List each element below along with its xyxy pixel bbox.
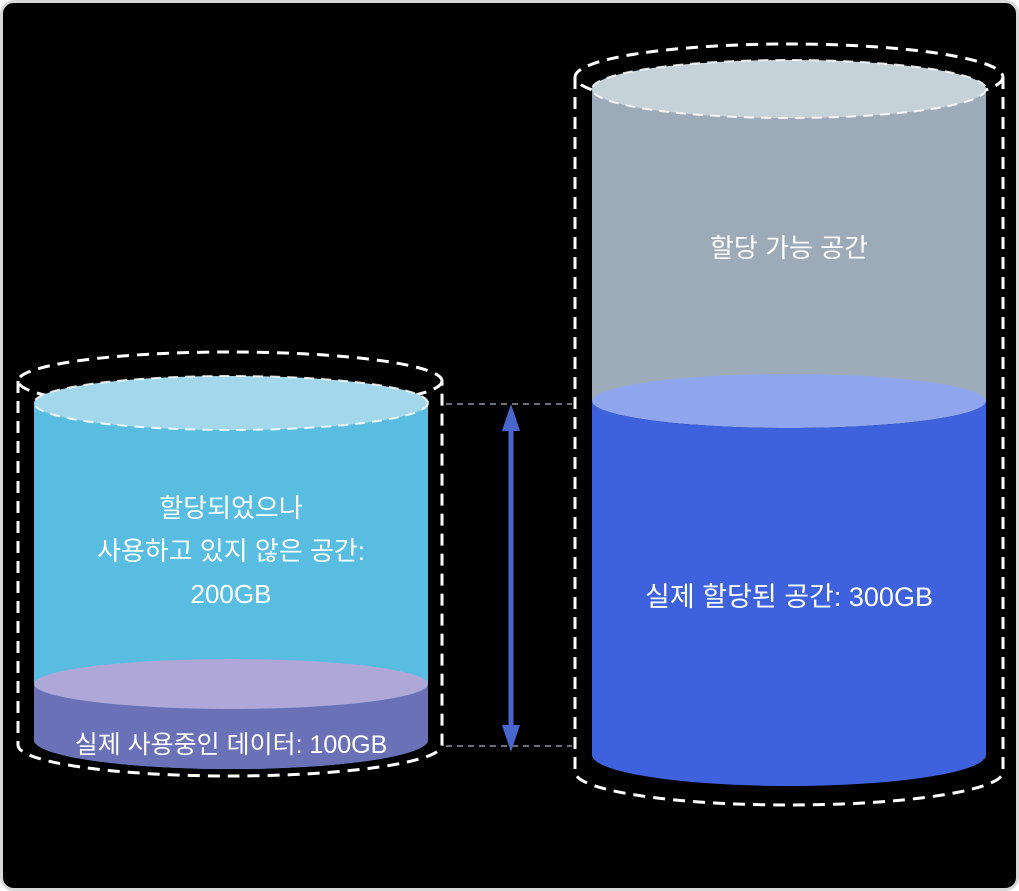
- left-outline-body: [16, 381, 444, 778]
- right-available-top-face: [591, 59, 987, 119]
- left-unused-label-line3: 200GB: [191, 579, 272, 609]
- left-used-band: [34, 684, 428, 769]
- height-arrow: [502, 404, 520, 752]
- arrow-head-down-icon: [502, 725, 520, 752]
- right-allocated-body: [592, 401, 986, 786]
- right-outline-body: [573, 77, 1005, 807]
- right-volume-group: 할당 가능 공간 실제 할당된 공간: 300GB: [573, 42, 1005, 807]
- arrow-head-up-icon: [502, 404, 520, 431]
- left-unused-label-line2: 사용하고 있지 않은 공간:: [97, 536, 365, 566]
- right-available-body: [592, 89, 986, 401]
- left-outline-top-ellipse: [16, 350, 444, 412]
- right-allocated-label: 실제 할당된 공간: 300GB: [645, 582, 933, 612]
- left-unused-label-line1: 할당되었으나: [159, 493, 303, 523]
- left-used-label: 실제 사용중인 데이터: 100GB: [75, 731, 388, 759]
- right-allocated-rim-ellipse: [592, 374, 986, 428]
- left-volume-group: 할당되었으나 사용하고 있지 않은 공간: 200GB 실제 사용중인 데이터:…: [16, 350, 444, 778]
- left-cylinder-top-face: [33, 375, 429, 431]
- left-used-rim-ellipse: [34, 659, 428, 709]
- center-annotation-group: [446, 403, 572, 752]
- right-available-label: 할당 가능 공간: [710, 233, 868, 263]
